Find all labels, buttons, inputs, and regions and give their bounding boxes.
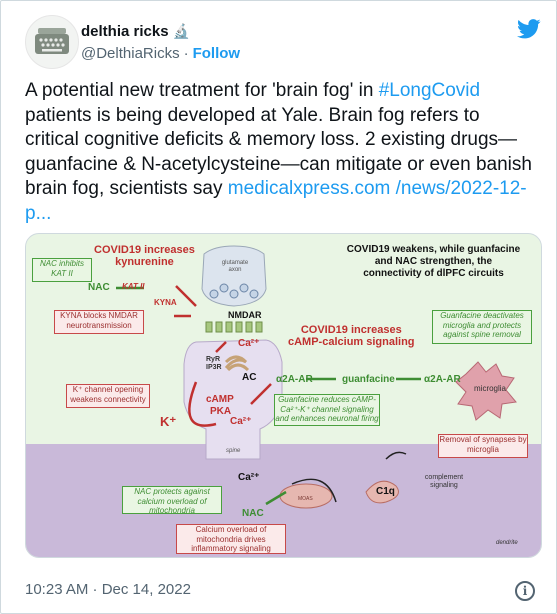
- red-arrows: [174, 285, 272, 427]
- kat2-label: KAT II: [122, 282, 145, 291]
- vesicle: [239, 283, 249, 293]
- tweet-text: A potential new treatment for 'brain fog…: [25, 79, 537, 226]
- hashtag-link[interactable]: #LongCovid: [378, 80, 481, 101]
- follow-button[interactable]: Follow: [192, 45, 241, 62]
- tweet-text-part1: A potential new treatment for 'brain fog…: [25, 80, 379, 101]
- er-stack: [224, 355, 250, 372]
- vesicle: [229, 289, 239, 299]
- nmdar-receptors: [205, 321, 263, 333]
- vesicle: [209, 289, 219, 299]
- avatar-typewriter-icon: [35, 28, 69, 54]
- k-channel-box: K⁺ channel opening weakens connectivity: [66, 384, 150, 408]
- author-name[interactable]: delthia ricks🔬: [81, 23, 190, 40]
- ryr-label: RyR: [206, 356, 221, 363]
- guanfacine-reduces-box: Guanfacine reduces cAMP-Ca²⁺-K⁺ channel …: [274, 394, 380, 426]
- kyna-blocks-box: KYNA blocks NMDAR neurotransmission: [54, 310, 144, 334]
- nac-label-bottom: NAC: [242, 508, 264, 519]
- nmdar-label: NMDAR: [228, 310, 262, 320]
- covid-kynurenine-line2: kynurenine: [115, 256, 174, 268]
- guanfacine-deactivates-box: Guanfacine deactivates microglia and pro…: [432, 310, 532, 344]
- calcium-overload-box: Calcium overload of mitochondria drives …: [176, 524, 286, 554]
- a2a-ar-right-label: α2A-AR: [424, 374, 461, 385]
- ca2-top-label: Ca²⁺: [238, 338, 260, 349]
- tweet-timestamp[interactable]: 10:23 AM · Dec 14, 2022: [25, 581, 191, 598]
- tweet-image[interactable]: COVID19 increases kynurenine COVID19 wea…: [25, 233, 542, 558]
- c1q-label: C1q: [376, 486, 395, 497]
- removal-synapses-box: Removal of synapses by microglia: [438, 434, 528, 458]
- covid-kynurenine-line1: COVID19 increases: [94, 244, 195, 256]
- figure-main-title: COVID19 weakens, while guanfacine and NA…: [346, 244, 521, 279]
- nac-protects-box: NAC protects against calcium overload of…: [122, 486, 222, 515]
- avatar[interactable]: [25, 15, 79, 69]
- green-arrows: [116, 286, 421, 506]
- microglia-shape: [455, 361, 517, 421]
- camp-signaling-title: COVID19 increases cAMP-calcium signaling: [288, 324, 415, 348]
- author-handle[interactable]: @DelthiaRicks: [81, 45, 180, 62]
- k-plus-label: K⁺: [160, 414, 177, 429]
- author-handle-row: @DelthiaRicks·Follow: [81, 45, 240, 62]
- pka-label: PKA: [210, 406, 232, 417]
- complement-signaling-label: complement signaling: [424, 474, 464, 489]
- kyna-label: KYNA: [154, 298, 177, 307]
- camp-signaling-line1: COVID19 increases: [300, 324, 402, 336]
- mitochondrion-label: MOAS: [298, 496, 313, 502]
- article-link[interactable]: medicalxpress.com /news/2022-12-p...: [25, 178, 527, 224]
- camp-label: cAMP: [206, 394, 234, 405]
- info-icon[interactable]: i: [515, 581, 535, 601]
- spine-label: spine: [226, 448, 241, 454]
- a2a-ar-left-label: α2A-AR: [276, 374, 313, 385]
- axon-shape: [201, 245, 267, 307]
- mitochondrion-small: [365, 480, 399, 504]
- microglia-label: microglia: [474, 384, 507, 393]
- dendrite-label: dendrite: [496, 540, 518, 546]
- nac-inhibits-box: NAC inhibits KAT II: [32, 258, 92, 282]
- vesicle: [219, 283, 229, 293]
- ip3r-label: IP3R: [206, 364, 222, 371]
- tweet-text-part2: patients is being developed at Yale. Bra…: [25, 104, 532, 200]
- twitter-bird-icon[interactable]: [517, 19, 541, 39]
- guanfacine-label: guanfacine: [342, 374, 395, 385]
- separator-dot: ·: [183, 45, 189, 62]
- ac-label: AC: [242, 372, 257, 383]
- complement-arrow: [385, 451, 407, 460]
- nac-label-top: NAC: [88, 282, 110, 293]
- microscope-icon: 🔬: [172, 23, 190, 39]
- ca2-mid-label: Ca²⁺: [230, 416, 252, 427]
- ca2-bottom-label: Ca²⁺: [238, 472, 260, 483]
- covid-kynurenine-title: COVID19 increases kynurenine: [94, 244, 195, 268]
- calcium-arrow: [291, 478, 337, 503]
- author-name-text[interactable]: delthia ricks: [81, 23, 169, 40]
- spine-shape: [183, 339, 283, 460]
- glutamate-axon-label: glutamate axon: [221, 260, 249, 273]
- vesicle: [249, 289, 259, 299]
- camp-signaling-line2: cAMP-calcium signaling: [288, 336, 415, 348]
